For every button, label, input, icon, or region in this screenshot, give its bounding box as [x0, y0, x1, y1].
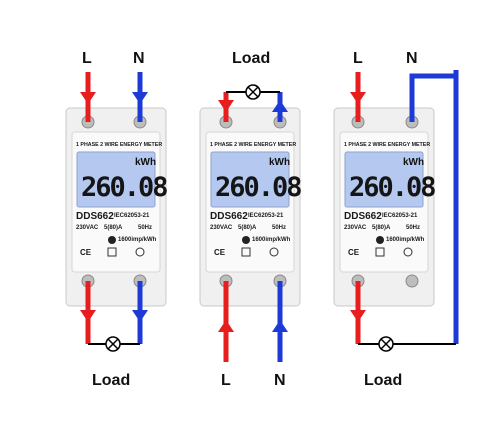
meter-2-current: 5(80)A — [238, 225, 257, 231]
meter-2-ce-mark: CE — [214, 248, 226, 257]
meter-1-voltage: 230VAC — [76, 225, 99, 231]
meter-3-unit: kWh — [403, 157, 425, 168]
m3-top-l-label: L — [353, 50, 363, 67]
meter-3-voltage: 230VAC — [344, 225, 367, 231]
meter-2 — [199, 107, 301, 307]
meter-2-pulse-led — [242, 236, 250, 244]
meter-3-standard: IEC62053-21 — [382, 213, 418, 219]
meter-1-reading: 260.08 — [81, 172, 169, 203]
meter-2-title: 1 PHASE 2 WIRE ENERGY METER — [210, 142, 297, 148]
meter-3-ce-mark: CE — [348, 248, 360, 257]
meter-1-current: 5(80)A — [104, 225, 123, 231]
meter-3-current: 5(80)A — [372, 225, 391, 231]
m3-top-n-label: N — [406, 50, 418, 67]
m1-top-n-label: N — [133, 50, 145, 67]
meter-3-pulse-led — [376, 236, 384, 244]
m2-bottom-n-label: N — [274, 372, 286, 389]
m2-neutral-top-arrow — [272, 100, 288, 112]
meter-1-lcd — [76, 151, 156, 208]
meter-2-model: DDS662 — [210, 211, 248, 222]
meter-3 — [333, 107, 435, 307]
m1-bottom-load-label: Load — [92, 372, 131, 389]
m1-neutral-out-arrow — [132, 310, 148, 322]
m2-live-bottom-arrow — [218, 320, 234, 332]
meter-1-frequency: 50Hz — [138, 225, 153, 231]
m1-live-in-arrow — [80, 92, 96, 104]
m2-live-top-arrow — [218, 100, 234, 112]
meter-3-lcd — [344, 151, 424, 208]
meter-3-title: 1 PHASE 2 WIRE ENERGY METER — [344, 142, 431, 148]
m3-live-in-arrow — [350, 92, 366, 104]
meter-1-standard: IEC62053-21 — [114, 213, 150, 219]
meter-1-constant: 1600imp/kWh — [118, 237, 157, 243]
meter-3-constant: 1600imp/kWh — [386, 237, 425, 243]
meter-2-standard: IEC62053-21 — [248, 213, 284, 219]
meter-3-reading: 260.08 — [349, 172, 437, 203]
meter-2-unit: kWh — [269, 157, 291, 168]
meter-1-unit: kWh — [135, 157, 157, 168]
m3-neutral-bypass-wire — [409, 73, 459, 344]
meter-1-symbol-box — [107, 247, 117, 257]
meter-2-voltage: 230VAC — [210, 225, 233, 231]
meter-1-symbol-circle — [135, 247, 145, 257]
m2-bottom-l-label: L — [221, 372, 231, 389]
meter-2-reading: 260.08 — [215, 172, 303, 203]
meter-1-model: DDS662 — [76, 211, 114, 222]
meter-3-model: DDS662 — [344, 211, 382, 222]
m1-neutral-in-arrow — [132, 92, 148, 104]
meter-2-constant: 1600imp/kWh — [252, 237, 291, 243]
m3-bottom-load-label: Load — [364, 372, 403, 389]
meter-1-title: 1 PHASE 2 WIRE ENERGY METER — [76, 142, 163, 148]
meter-1-pulse-led — [108, 236, 116, 244]
m2-neutral-bottom-arrow — [272, 320, 288, 332]
meter-2-frequency: 50Hz — [272, 225, 287, 231]
m3-live-out-arrow — [350, 310, 366, 322]
m1-live-out-arrow — [80, 310, 96, 322]
meter-2-lcd — [210, 151, 290, 208]
m1-top-l-label: L — [82, 50, 92, 67]
m2-top-load-label: Load — [232, 50, 271, 67]
meter-3-frequency: 50Hz — [406, 225, 421, 231]
meter-1-ce-mark: CE — [80, 248, 92, 257]
meter-1 — [65, 107, 167, 307]
